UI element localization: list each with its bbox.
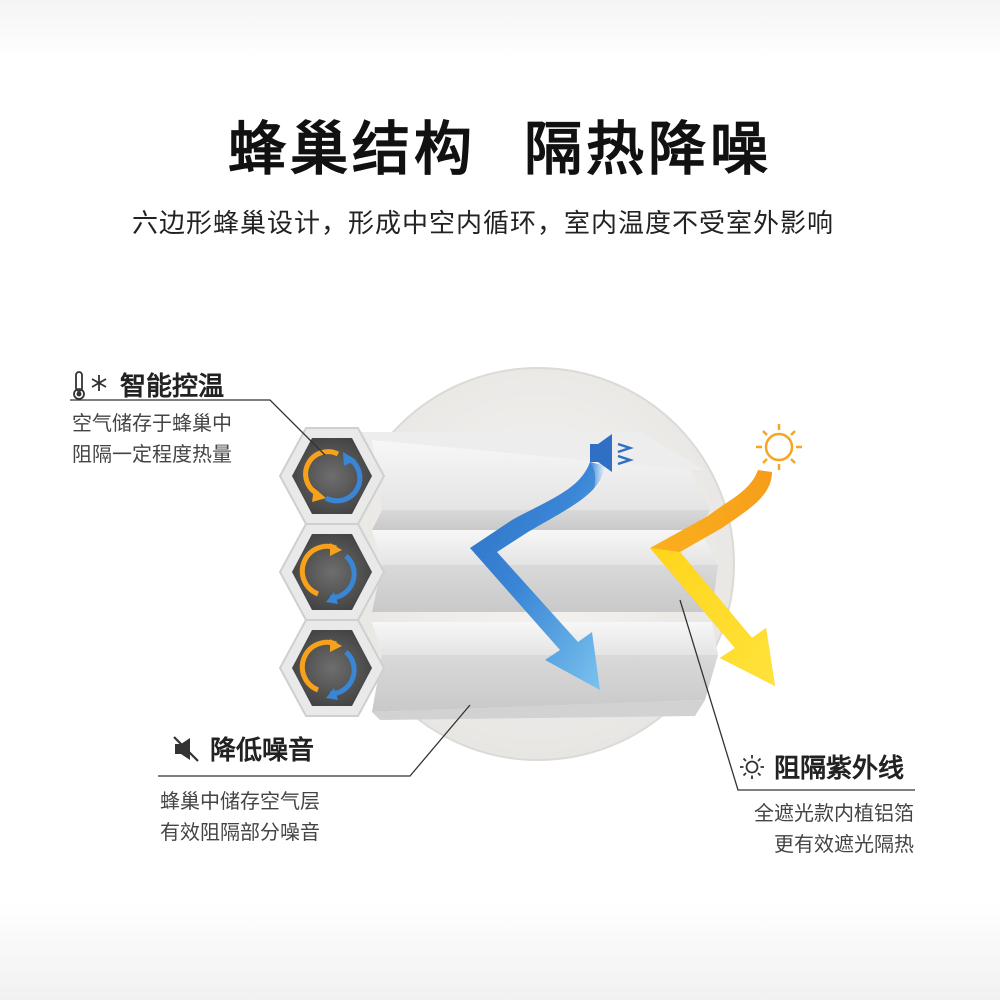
sun-arrow: [650, 470, 775, 686]
feature-noise-line-1: 蜂巢中储存空气层: [160, 789, 320, 813]
page-title: 蜂巢结构隔热降噪: [0, 102, 1000, 186]
page-subtitle: 六边形蜂巢设计，形成中空内循环，室内温度不受室外影响: [131, 209, 834, 239]
leader-lines: [70, 399, 915, 791]
feature-temperature-line-1: 空气储存于蜂巢中: [72, 411, 232, 435]
feature-noise-line-2: 有效阻隔部分噪音: [160, 820, 320, 844]
feature-uv-line-2: 更有效遮光隔热: [774, 832, 914, 856]
feature-uv-line-1: 全遮光款内植铝箔: [754, 801, 914, 825]
hex-cells: [278, 427, 386, 717]
title-right: 隔热降噪: [524, 115, 773, 183]
thermometer-snowflake-icon: [72, 369, 112, 401]
feature-noise-label: 降低噪音: [210, 736, 315, 766]
small-sun-icon: [738, 753, 766, 781]
feature-temperature-label: 智能控温: [120, 372, 225, 402]
title-left: 蜂巢结构: [227, 115, 476, 183]
hex-cell-top: [278, 427, 386, 525]
feature-temperature-title: 智能控温: [72, 366, 224, 403]
sun-icon: [756, 424, 802, 470]
feature-uv-title: 阻隔紫外线: [738, 748, 904, 785]
noise-arrow: [470, 462, 605, 690]
speaker-icon: [590, 434, 634, 472]
feature-temperature-desc: 空气储存于蜂巢中 阻隔一定程度热量: [72, 408, 232, 470]
mute-speaker-icon: [172, 735, 202, 763]
hex-cell-bottom: [278, 619, 386, 717]
feature-temperature-line-2: 阻隔一定程度热量: [72, 442, 232, 466]
feature-uv-label: 阻隔紫外线: [774, 754, 905, 784]
feature-noise-desc: 蜂巢中储存空气层 有效阻隔部分噪音: [160, 786, 320, 848]
feature-uv-desc: 全遮光款内植铝箔 更有效遮光隔热: [722, 798, 914, 860]
honeycomb-tubes: [330, 432, 718, 720]
feature-noise-title: 降低噪音: [172, 730, 314, 767]
hex-cell-middle: [278, 523, 386, 621]
